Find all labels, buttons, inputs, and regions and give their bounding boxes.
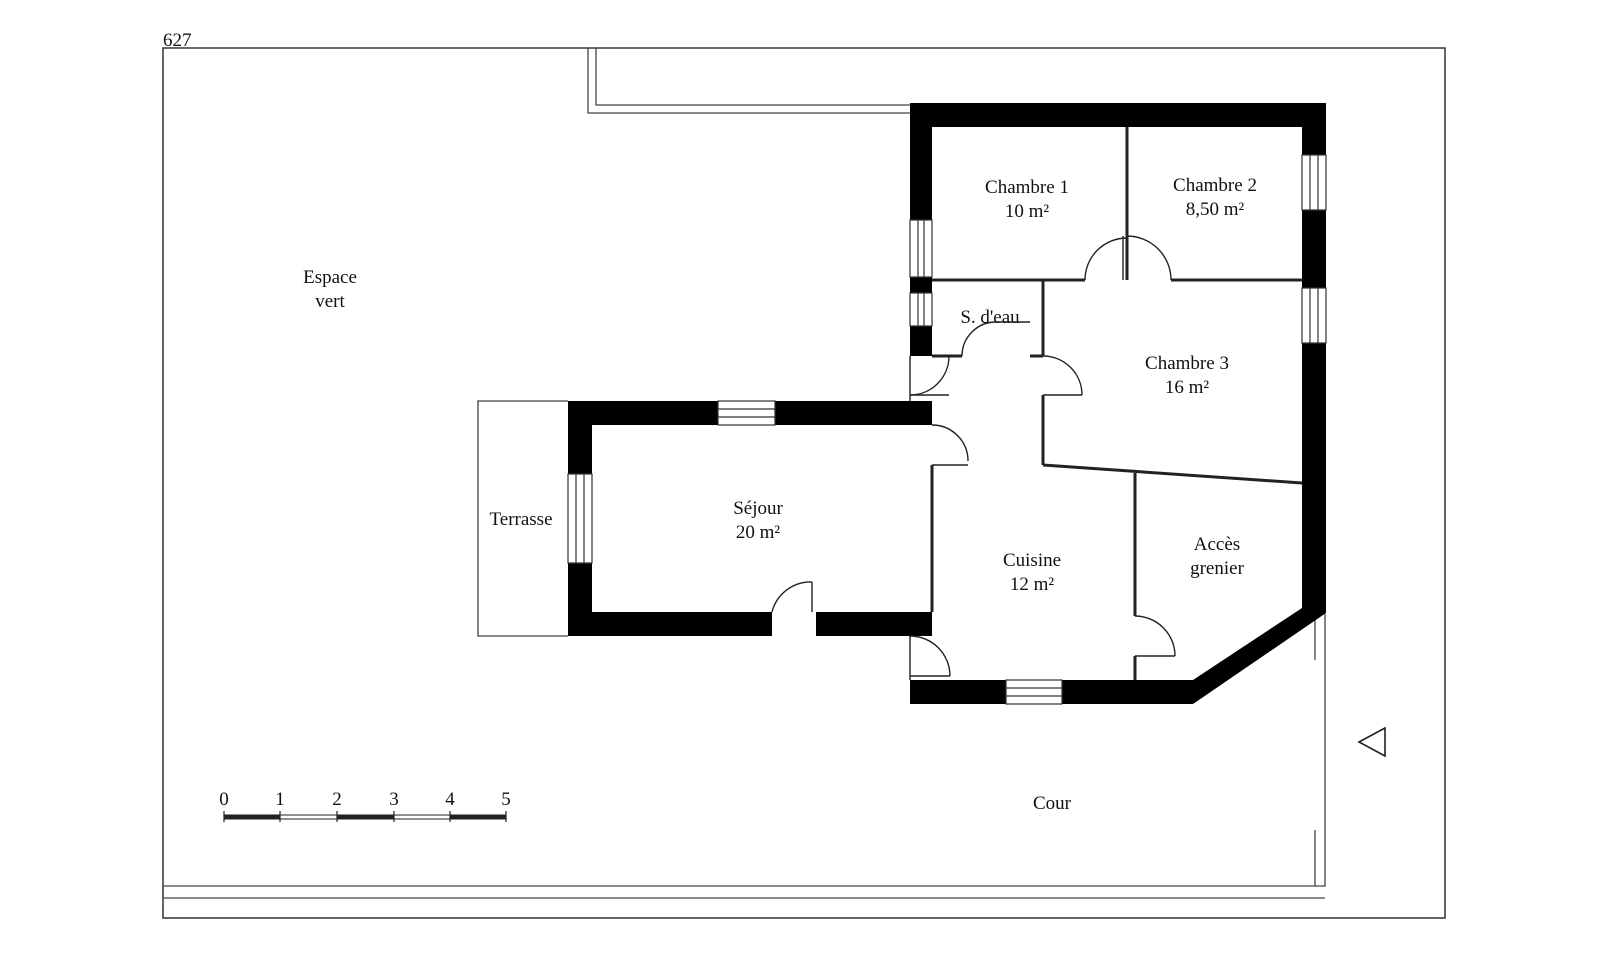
chambre3-name: Chambre 3 [1145,353,1229,374]
cour-label: Cour [1033,793,1072,814]
terrasse-label: Terrasse [489,509,552,530]
property-boundary [163,48,1326,899]
espace-vert-line2: vert [315,291,345,312]
plot-frame [162,47,1446,919]
triangle-arrow-icon [1357,726,1386,758]
chambre1-name: Chambre 1 [985,177,1069,198]
door-swings [771,235,1176,680]
terrace-outline [477,400,568,637]
scale-bar: 0 1 2 3 4 5 [219,789,511,822]
scale-tick-0: 0 [219,789,229,810]
espace-vert-line1: Espace [303,267,357,288]
chambre2-name: Chambre 2 [1173,175,1257,196]
outdoor-labels: Espace vert Terrasse Cour [303,267,1072,814]
chambre1-area: 10 m² [1005,201,1050,222]
acces-line2: grenier [1190,558,1244,579]
sejour-name: Séjour [733,498,783,519]
interior-partitions [930,127,1303,680]
cuisine-name: Cuisine [1003,550,1061,571]
scale-tick-3: 3 [389,789,399,810]
scale-tick-4: 4 [445,789,455,810]
sejour-area: 20 m² [736,522,781,543]
chambre2-area: 8,50 m² [1186,199,1245,220]
scale-tick-5: 5 [501,789,511,810]
acces-line1: Accès [1194,534,1240,555]
scale-tick-2: 2 [332,789,342,810]
cuisine-area: 12 m² [1010,574,1055,595]
chambre3-area: 16 m² [1165,377,1210,398]
scale-tick-1: 1 [275,789,285,810]
exterior-walls [568,103,1326,704]
salle-eau-name: S. d'eau [960,307,1020,328]
windows [567,154,1327,705]
sheet-number: 627 [163,30,192,51]
room-labels: Chambre 1 10 m² Chambre 2 8,50 m² Chambr… [733,175,1257,595]
